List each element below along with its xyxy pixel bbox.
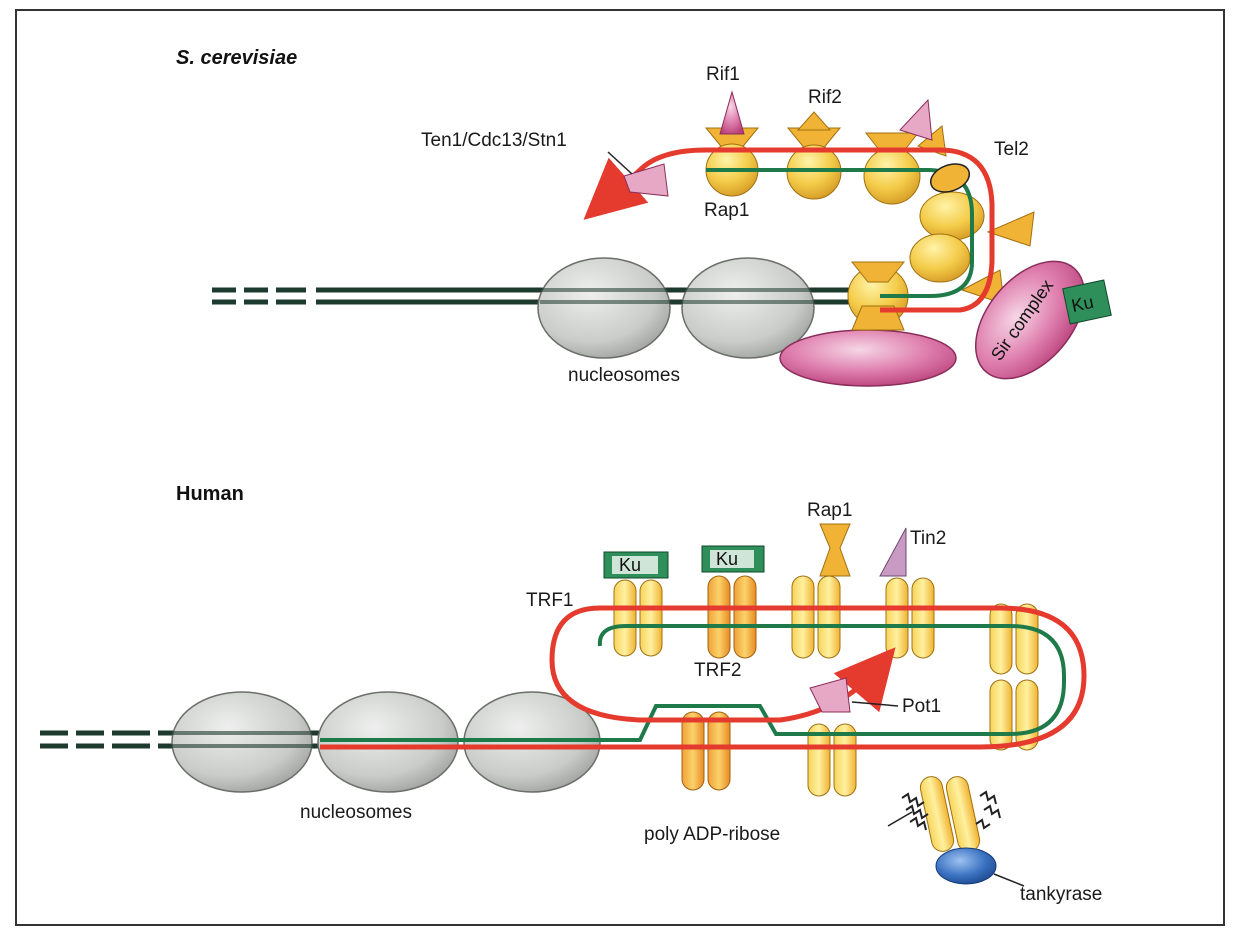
label-yeast-nucleosomes: nucleosomes	[568, 365, 680, 386]
yeast-title: S. cerevisiae	[176, 47, 297, 69]
label-tankyrase: tankyrase	[1020, 884, 1102, 905]
label-human-ku-2: Ku	[716, 549, 738, 569]
figure-frame	[16, 10, 1224, 925]
label-human-rap1: Rap1	[807, 500, 852, 521]
label-rif1: Rif1	[706, 64, 740, 85]
label-tel2: Tel2	[994, 139, 1029, 160]
label-poly-adp-ribose: poly ADP-ribose	[644, 824, 780, 845]
tankyrase-protein	[936, 848, 996, 884]
label-human-ku-1: Ku	[619, 555, 641, 575]
label-human-nucleosomes: nucleosomes	[300, 802, 412, 823]
label-trf1: TRF1	[526, 590, 574, 611]
label-pot1: Pot1	[902, 696, 941, 717]
label-trf2: TRF2	[694, 660, 742, 681]
label-rif2: Rif2	[808, 87, 842, 108]
label-ten1-cdc13-stn1: Ten1/Cdc13/Stn1	[421, 130, 567, 151]
human-title: Human	[176, 483, 244, 505]
label-yeast-rap1: Rap1	[704, 200, 749, 221]
yeast-pink-protein	[780, 330, 956, 386]
yeast-nucleosome-1	[538, 258, 670, 358]
label-tin2: Tin2	[910, 528, 946, 549]
human-nucleosome-1	[172, 692, 312, 792]
